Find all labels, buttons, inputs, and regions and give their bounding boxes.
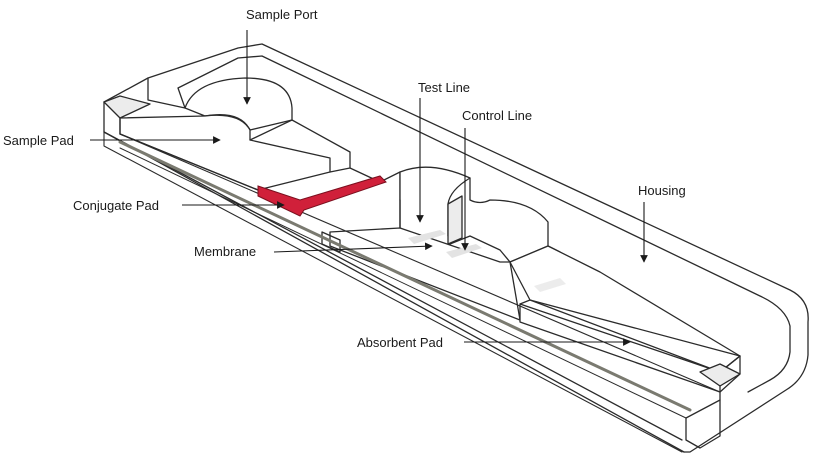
absorbent-band: [534, 278, 566, 292]
label-test-line: Test Line: [418, 80, 471, 95]
label-absorbent-pad: Absorbent Pad: [357, 335, 444, 350]
strip-layer-top: [119, 133, 721, 393]
label-housing: Housing: [638, 183, 686, 198]
strip-layer-mid: [118, 140, 692, 412]
test-window: [399, 166, 549, 263]
housing-outer-rim: [103, 43, 809, 453]
housing-top-inner: [147, 55, 791, 393]
label-sample-port: Sample Port: [246, 7, 318, 22]
test-band: [408, 230, 446, 244]
conjugate-pad-red: [257, 175, 387, 217]
strip-layer-low: [119, 147, 687, 419]
housing-end-cap: [685, 399, 721, 449]
housing-bottom-face: [103, 131, 683, 453]
control-block: [447, 195, 463, 245]
label-sample-pad: Sample Pad: [3, 133, 74, 148]
housing-front-edge-inner: [103, 131, 683, 441]
arrow-membrane: [273, 242, 433, 253]
control-band: [446, 244, 482, 258]
label-conjugate-pad: Conjugate Pad: [73, 198, 160, 213]
sample-pad-surface: [119, 114, 331, 191]
label-control-line: Control Line: [462, 108, 533, 123]
label-membrane: Membrane: [194, 244, 257, 259]
